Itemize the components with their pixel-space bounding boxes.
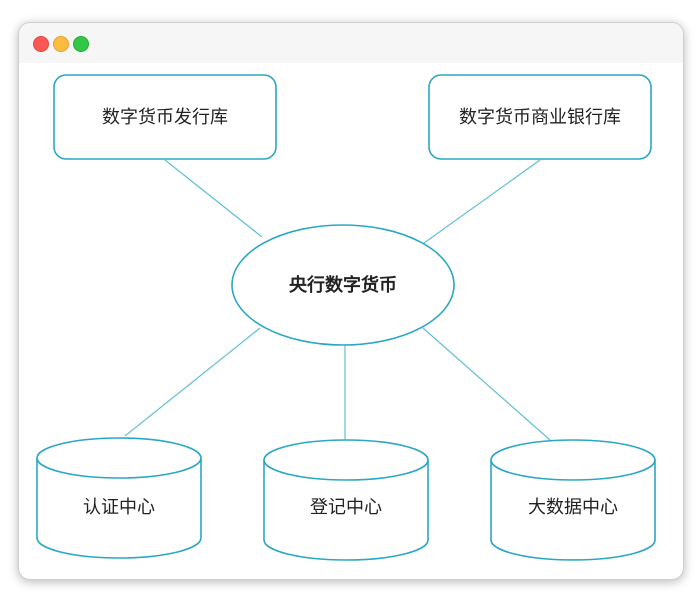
- cylinder-body: [36, 458, 202, 559]
- cylinder-top: [263, 439, 429, 481]
- box-shape: [53, 74, 277, 160]
- minimize-window-button[interactable]: [53, 36, 69, 52]
- cylinder-body: [490, 460, 656, 561]
- edge-center-to-bigdata: [422, 327, 551, 441]
- edge-center-to-auth: [124, 327, 261, 437]
- node-bigdata-center-label: 大数据中心: [528, 497, 618, 518]
- box-shape: [428, 74, 652, 160]
- node-center-label: 央行数字货币: [289, 274, 397, 296]
- node-commercial-bank-vault: 数字货币商业银行库: [428, 74, 652, 160]
- node-auth-center-label: 认证中心: [83, 497, 155, 518]
- node-auth-center: 认证中心: [36, 437, 202, 559]
- ellipse-shape: [231, 224, 455, 346]
- node-commercial-bank-vault-label: 数字货币商业银行库: [459, 107, 621, 128]
- node-registry-center-label: 登记中心: [310, 497, 382, 518]
- node-bigdata-center: 大数据中心: [490, 439, 656, 561]
- node-issuance-vault-label: 数字货币发行库: [102, 107, 228, 128]
- cylinder-top: [490, 439, 656, 481]
- window-titlebar: [19, 23, 683, 63]
- close-window-button[interactable]: [33, 36, 49, 52]
- node-registry-center: 登记中心: [263, 439, 429, 561]
- maximize-window-button[interactable]: [73, 36, 89, 52]
- node-issuance-vault: 数字货币发行库: [53, 74, 277, 160]
- node-central-bank-digital-currency: 央行数字货币: [231, 224, 455, 346]
- edge-commercial-to-center: [423, 159, 541, 244]
- cylinder-top: [36, 437, 202, 479]
- cylinder-body: [263, 460, 429, 561]
- edge-issuance-to-center: [164, 159, 263, 238]
